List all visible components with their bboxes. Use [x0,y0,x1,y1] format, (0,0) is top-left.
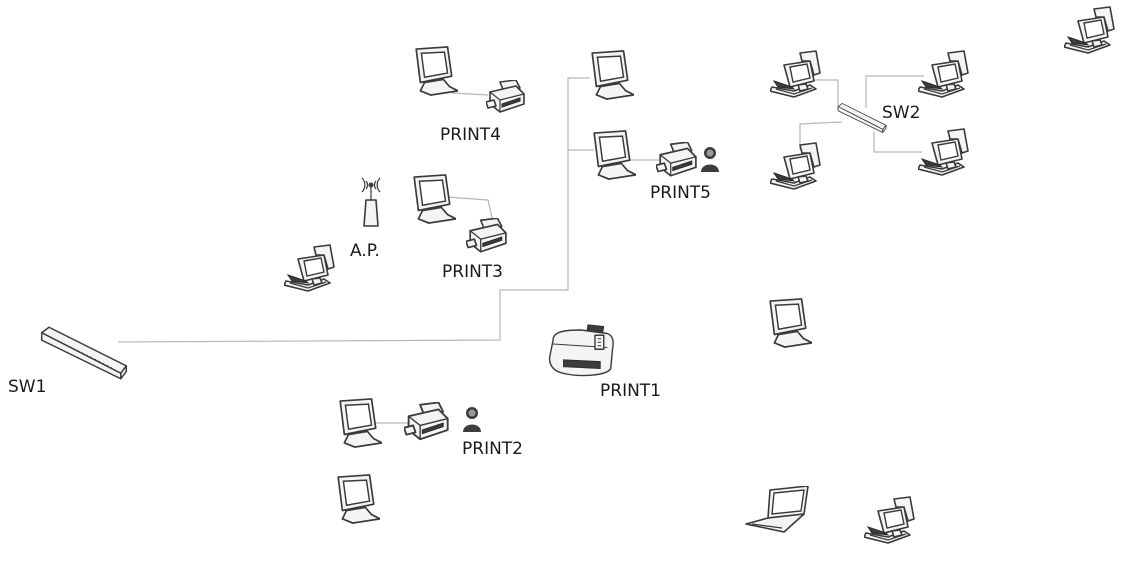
monitor-icon [594,131,636,179]
printer-icon [404,402,448,439]
switch-sw1-icon [42,327,127,379]
label-print5: PRINT5 [650,183,711,203]
link-pc-to-print3 [446,197,492,218]
user-icon [463,407,481,432]
connection-lines [118,76,924,423]
printer-icon [656,142,696,176]
label-print2: PRINT2 [462,439,523,459]
printer-icon [486,80,524,112]
monitor-icon [414,175,456,223]
label-sw2: SW2 [882,103,920,123]
desktop-computer-icon [1064,7,1114,53]
label-access-point: A.P. [350,241,380,261]
laptop-icon [746,486,808,532]
link-sw1-to-backbone [118,78,590,342]
access-point-icon [362,178,380,226]
desktop-computer-icon [770,51,820,97]
user-icon [701,147,719,172]
label-print1: PRINT1 [600,381,661,401]
link-sw2-pc-se [874,132,922,152]
monitor-icon [416,47,458,95]
desktop-computer-icon [770,143,820,189]
link-pc-to-print4 [452,93,488,95]
desktop-computer-icon [918,129,968,175]
label-sw1: SW1 [8,377,46,397]
monitor-icon [338,475,380,523]
large-printer-icon [550,325,614,376]
desktop-computer-icon [864,497,914,543]
label-print3: PRINT3 [442,262,503,282]
link-sw2-pc-nw [812,80,838,110]
printer-icon [466,218,506,252]
desktop-computer-icon [284,245,334,291]
monitor-icon [592,51,634,99]
monitor-icon [770,299,812,347]
switch-sw2-icon [838,103,886,132]
desktop-computer-icon [918,51,968,97]
label-print4: PRINT4 [440,125,501,145]
monitor-icon [340,399,382,447]
